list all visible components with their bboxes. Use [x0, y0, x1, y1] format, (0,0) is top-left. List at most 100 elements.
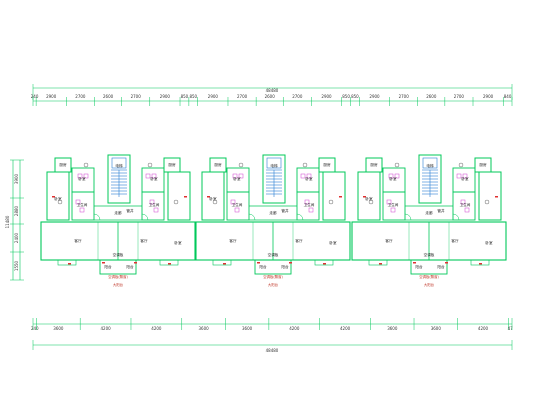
fixture-icon: [79, 207, 85, 213]
fixture-icon: [238, 173, 244, 179]
dimension-label: 2900: [46, 94, 57, 99]
annotation-label: 空调板(飘窗): [263, 274, 283, 279]
room-label: 卫生间: [149, 202, 160, 207]
fixture-icon: [458, 162, 464, 168]
door-swing: [296, 213, 304, 221]
dimension-label: 2900: [208, 94, 219, 99]
room-label: 厨房: [59, 162, 67, 167]
door-swing: [452, 213, 460, 221]
accent-marker: [323, 263, 326, 265]
dimension-label: 2700: [75, 94, 86, 99]
accent-marker: [184, 196, 187, 198]
dimension-label: 850: [342, 94, 350, 99]
door-swing: [93, 213, 101, 221]
stair-core-outline: [418, 154, 442, 204]
stair-core-outline: [262, 154, 286, 204]
fixture-icon: [484, 199, 490, 205]
door-swing: [248, 213, 256, 221]
fixture-icon: [328, 199, 334, 205]
dimension-label: 3600: [53, 326, 64, 331]
fixture-icon: [149, 199, 155, 205]
dimension-label: 2600: [265, 94, 276, 99]
dimension-label: 2900: [160, 94, 171, 99]
annotation-label: 管井: [126, 208, 134, 213]
room-label: 阳台: [126, 264, 134, 269]
annotation-label: 空调板(飘窗): [419, 274, 439, 279]
room-label: 卧室: [209, 196, 217, 201]
room-label: 阳台: [415, 264, 423, 269]
left-bedroom-outline: [201, 171, 225, 221]
dimension-label: 850: [189, 94, 197, 99]
accent-marker: [52, 196, 55, 198]
left-kitchen-outline: [209, 157, 227, 173]
accent-marker: [168, 263, 171, 265]
dimension-label: 2700: [131, 94, 142, 99]
accent-marker: [68, 263, 71, 265]
annotation-label: 走廊: [114, 210, 122, 215]
dimension-label: 4200: [340, 326, 351, 331]
fixture-icon: [462, 173, 468, 179]
fixture-icon: [77, 173, 83, 179]
fixture-icon: [83, 173, 89, 179]
room-label: 卧室: [174, 240, 182, 245]
fixture-icon: [306, 173, 312, 179]
building-unit: 厨房卧室卧室厨房卫生间卫生间卧室客厅客厅卧室阳台阳台电梯走廊管井空调板空调板(飘…: [351, 154, 507, 287]
annotation-label: 走廊: [425, 210, 433, 215]
ac-ledge: [368, 259, 388, 266]
balcony-outline: [254, 259, 292, 275]
room-label: 卧室: [233, 176, 241, 181]
balcony-outline: [410, 259, 448, 275]
room-label: 客厅: [229, 238, 237, 243]
fixture-icon: [151, 173, 157, 179]
elevator-shaft: [266, 157, 282, 169]
room-label: 卫生间: [460, 202, 471, 207]
dimension-label: 4200: [101, 326, 112, 331]
ac-ledge: [212, 259, 232, 266]
accent-marker: [223, 263, 226, 265]
annotation-label: 空调板: [268, 252, 279, 257]
fixture-icon: [394, 173, 400, 179]
fixture-icon: [57, 199, 63, 205]
dimension-label: 850: [351, 94, 359, 99]
right-kitchen-outline: [474, 157, 492, 173]
annotation-label: 走廊: [269, 210, 277, 215]
fixture-icon: [145, 173, 151, 179]
room-label: 卫生间: [388, 202, 399, 207]
building-unit: 厨房卧室卧室厨房卫生间卫生间卧室客厅客厅卧室阳台阳台电梯走廊管井空调板空调板(飘…: [195, 154, 351, 287]
annotation-label: 电梯: [115, 163, 123, 168]
stair-core-outline: [107, 154, 131, 204]
top-total-dimension: 48480: [266, 88, 279, 93]
annotation-label: 空调板(飘窗): [108, 274, 128, 279]
dimension-label: 3600: [431, 326, 442, 331]
annotation-label: 电梯: [426, 163, 434, 168]
dimension-label: 2900: [369, 94, 380, 99]
room-label: 厨房: [370, 162, 378, 167]
ac-ledge: [57, 259, 77, 266]
dimension-label: 2600: [103, 94, 114, 99]
door-swing: [141, 213, 149, 221]
room-label: 卧室: [365, 196, 373, 201]
fixture-icon: [368, 199, 374, 205]
room-label: 阳台: [259, 264, 267, 269]
room-label: 卧室: [305, 176, 313, 181]
fixture-icon: [464, 207, 470, 213]
annotation-label: 空调板: [113, 252, 124, 257]
fixture-icon: [394, 162, 400, 168]
dimension-label: 2900: [483, 94, 494, 99]
left-bedroom-outline: [357, 171, 381, 221]
room-label: 卧室: [461, 176, 469, 181]
room-label: 卫生间: [304, 202, 315, 207]
dimension-label: 3900: [14, 173, 19, 184]
room-label: 客厅: [140, 238, 148, 243]
dimension-label: 2880: [14, 205, 19, 216]
dimension-label: 2900: [321, 94, 332, 99]
room-label: 厨房: [479, 162, 487, 167]
dimension-label: 3600: [199, 326, 210, 331]
room-label: 卫生间: [232, 202, 243, 207]
fixture-icon: [153, 207, 159, 213]
dimension-label: 4200: [151, 326, 162, 331]
room-label: 卧室: [150, 176, 158, 181]
room-label: 客厅: [451, 238, 459, 243]
